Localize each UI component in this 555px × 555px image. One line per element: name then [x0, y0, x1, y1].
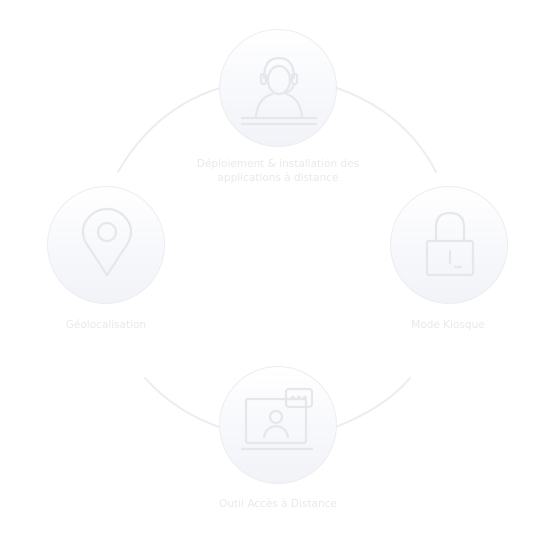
- node-remote-access-label: Outil Accès à Distance: [219, 498, 337, 510]
- arc-top-right: [336, 87, 437, 173]
- node-kiosk-mode-label: Mode Kiosque: [411, 319, 485, 331]
- location-pin-icon: [81, 207, 133, 277]
- remote-screen-icon: [240, 387, 314, 451]
- node-kiosk-mode: [390, 186, 508, 304]
- padlock-icon: [425, 211, 475, 277]
- node-deployment: [219, 29, 337, 147]
- node-deployment-label: Déploiement & installation des applicati…: [196, 158, 360, 184]
- arc-bottom-left: [144, 377, 223, 429]
- arc-bottom-right: [332, 377, 411, 429]
- arc-top-left: [117, 87, 221, 173]
- node-remote-access: [219, 366, 337, 484]
- support-agent-icon: [240, 56, 318, 126]
- node-geolocation-label: Géolocalisation: [65, 319, 147, 331]
- node-geolocation: [47, 186, 165, 304]
